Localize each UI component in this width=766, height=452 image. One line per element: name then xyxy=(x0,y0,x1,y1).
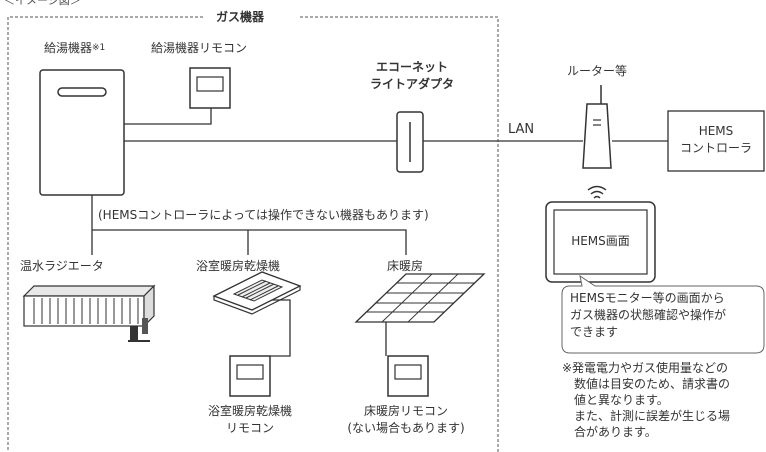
wifi-icon xyxy=(587,185,607,199)
callout-text-line1: HEMSモニター等の画面から xyxy=(570,291,725,305)
water-heater-icon xyxy=(39,69,125,196)
floor-heating-icon xyxy=(354,273,486,323)
footnote-line3: 値と異なります。 xyxy=(574,393,669,407)
water-heater-note-mark: ※1 xyxy=(92,43,106,53)
echonet-adapter-label-line1: エコーネット xyxy=(375,60,448,74)
gas-equipment-label: ガス機器 xyxy=(216,10,265,24)
hems-monitor-icon xyxy=(545,201,656,283)
hems-screen-label: HEMS画面 xyxy=(571,234,630,248)
echonet-adapter-label-line2: ライトアダプタ xyxy=(369,77,454,91)
callout-bubble xyxy=(561,274,765,354)
image-title: ＜イメージ図＞ xyxy=(4,0,81,7)
router-icon xyxy=(582,85,612,169)
hems-controller-label-line1: HEMS xyxy=(698,124,734,138)
bathroom-dryer-icon xyxy=(212,271,302,315)
floor-heating-remote-icon xyxy=(387,355,429,397)
bathroom-dryer-remote-icon xyxy=(229,355,271,397)
router-label: ルーター等 xyxy=(567,64,628,78)
remote-wire xyxy=(124,108,212,125)
bathroom-dryer-remote-label-line2: リモコン xyxy=(225,421,274,435)
water-heater-name: 給湯機器 xyxy=(44,41,93,55)
radiator-label: 温水ラジエータ xyxy=(20,259,104,273)
callout-text-line2: ガス機器の状態確認や操作が xyxy=(570,308,727,322)
hems-limitation-note: (HEMSコントローラによっては操作できない機器もあります) xyxy=(98,208,429,222)
callout-text-line3: できます xyxy=(570,325,619,339)
echonet-adapter-icon xyxy=(396,111,424,173)
heater-branch-line xyxy=(91,195,407,255)
hems-controller-box xyxy=(667,110,765,172)
footnote-line2: 数値は目安のため、請求書の xyxy=(574,377,731,391)
radiator-icon xyxy=(22,284,156,342)
water-heater-remote-icon xyxy=(189,67,231,109)
lan-label: LAN xyxy=(508,122,535,137)
gas-equipment-boundary xyxy=(7,16,499,452)
water-heater-remote-label: 給湯機器リモコン xyxy=(151,41,248,55)
footnote-line4: また、計測に誤差が生じる場 xyxy=(574,409,731,423)
bathroom-dryer-label: 浴室暖房乾燥機 xyxy=(196,259,281,273)
hems-controller-label-line2: コントローラ xyxy=(679,141,752,155)
floor-heating-remote-label-line1: 床暖房リモコン xyxy=(363,404,448,418)
footnote-line1: ※発電電力やガス使用量などの xyxy=(562,361,729,375)
floor-heating-remote-label-line2: (ない場合もあります) xyxy=(347,421,465,435)
water-heater-label: 給湯機器※1 xyxy=(44,41,105,56)
bathroom-dryer-remote-label-line1: 浴室暖房乾燥機 xyxy=(207,404,292,418)
floor-heating-label: 床暖房 xyxy=(387,259,424,273)
footnote-line5: 合があります。 xyxy=(574,425,657,439)
